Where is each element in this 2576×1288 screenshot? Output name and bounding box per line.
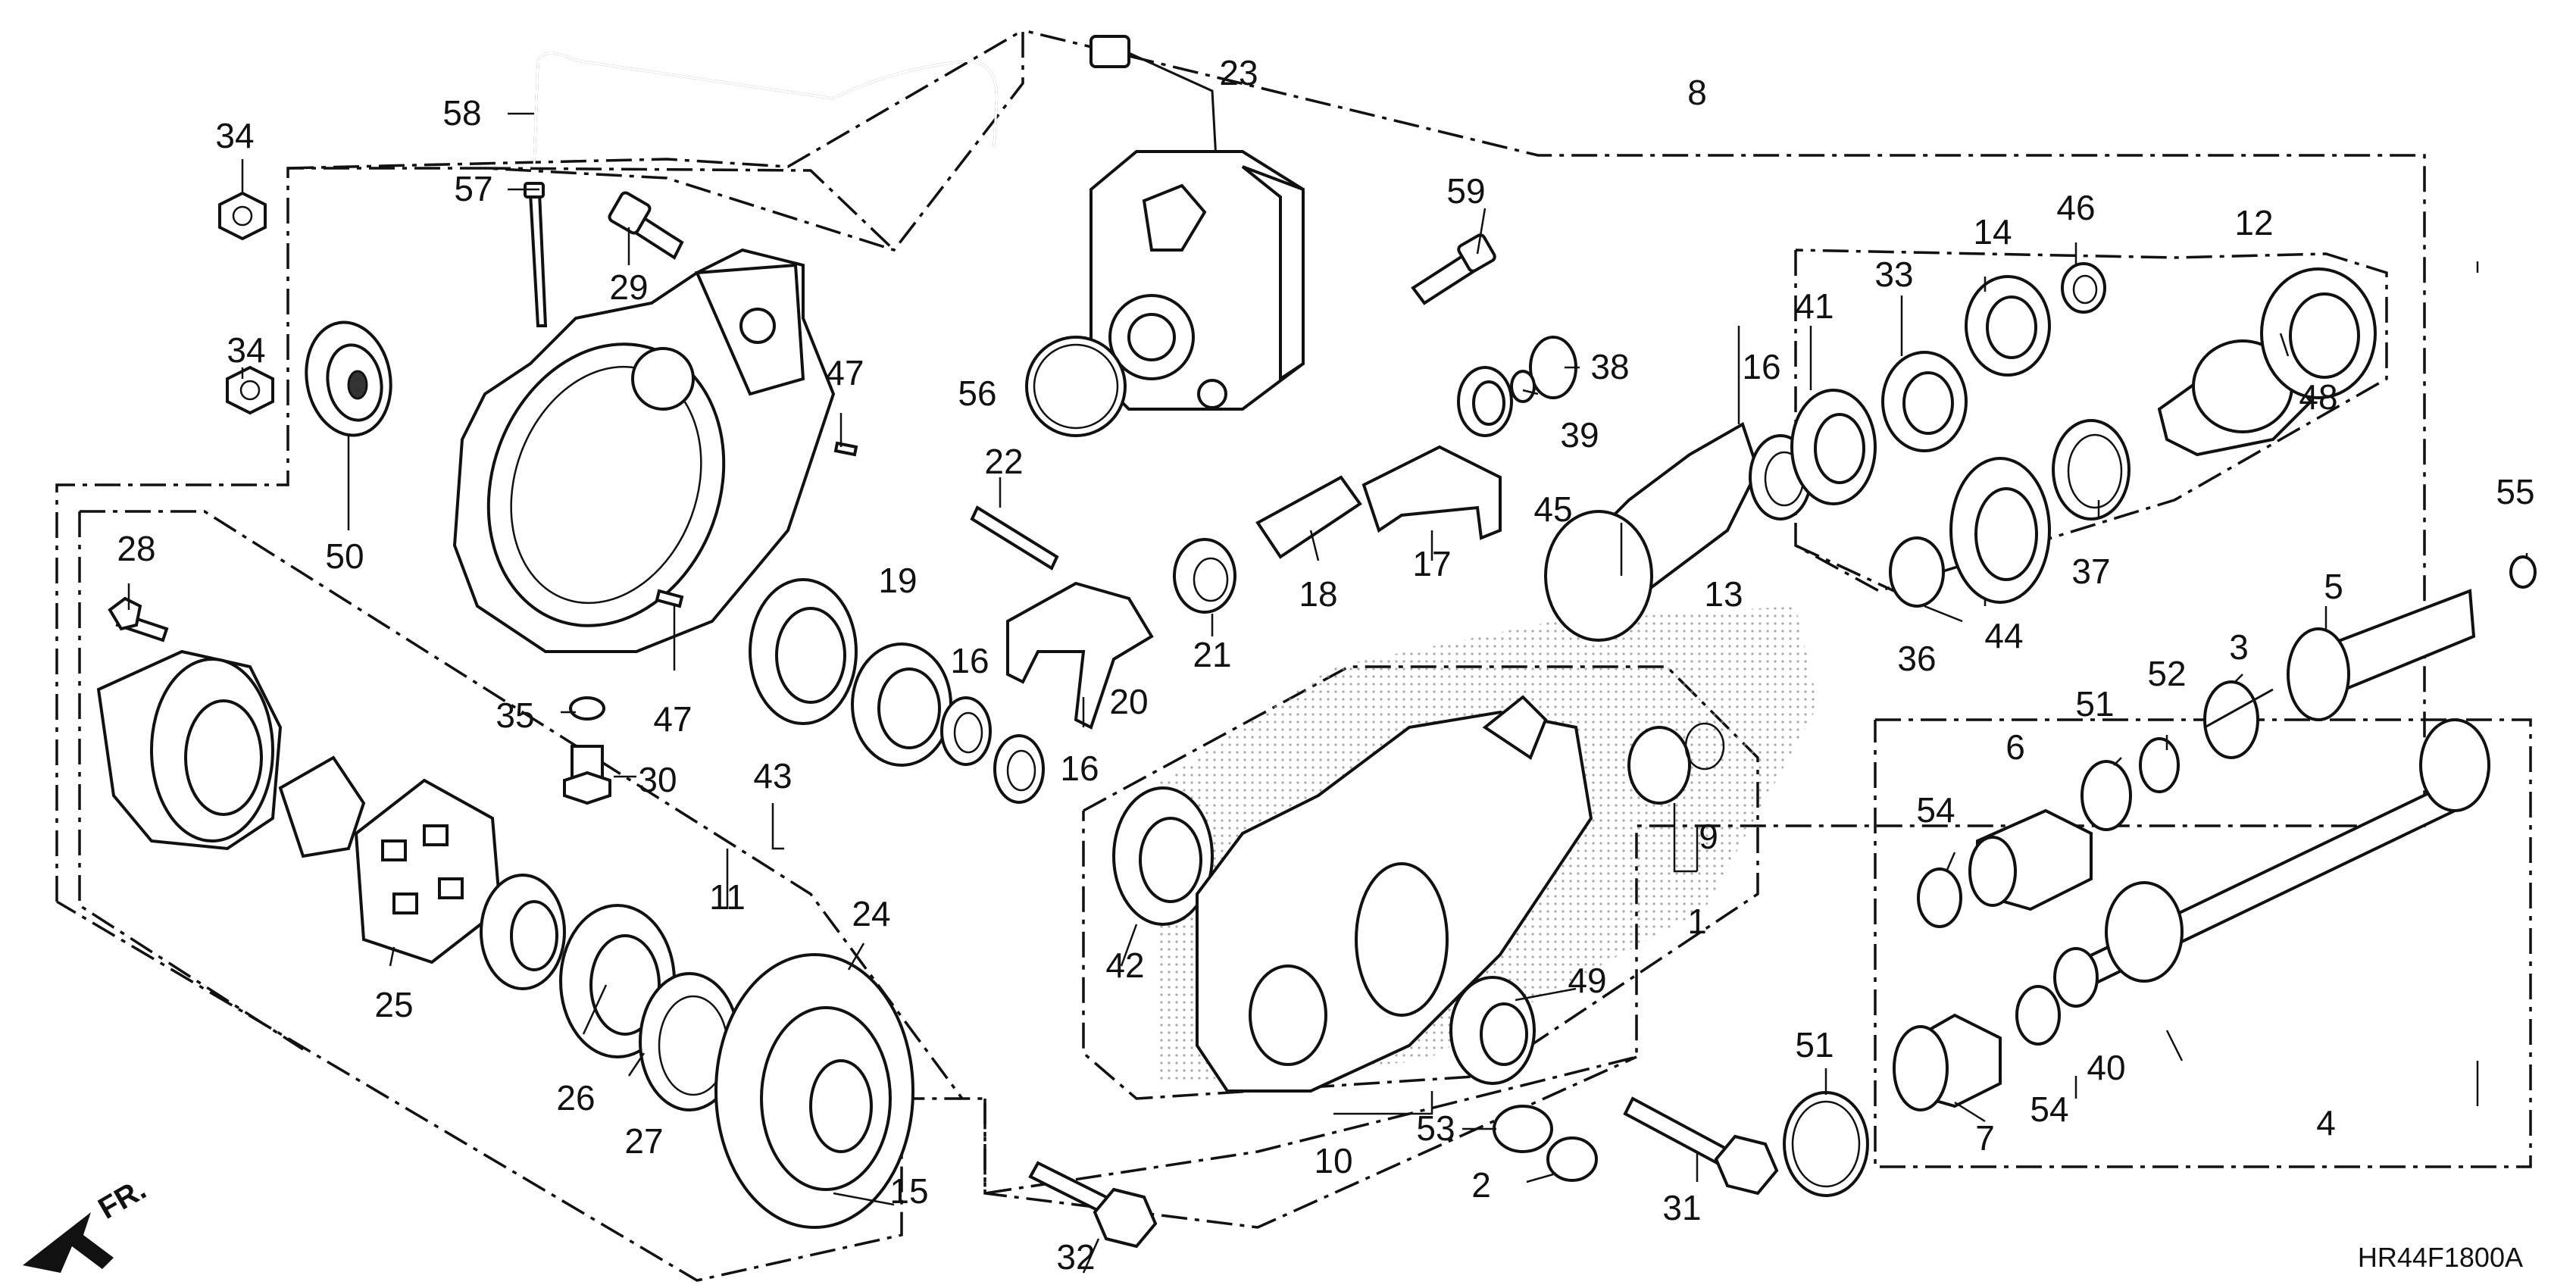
callout-2: 2 <box>1471 1165 1491 1205</box>
callout-19: 19 <box>878 561 917 600</box>
callout-3: 3 <box>2229 627 2249 667</box>
fasteners <box>108 182 858 805</box>
callout-35: 35 <box>496 696 534 735</box>
callout-34b: 34 <box>227 330 265 370</box>
bolt-59 <box>1411 233 1496 305</box>
callout-11: 11 <box>709 877 746 917</box>
differential-group <box>96 649 914 1229</box>
callout-5: 5 <box>2324 567 2343 606</box>
callout-7: 7 <box>1975 1118 1995 1158</box>
shift-parts <box>749 445 1502 804</box>
callout-48: 48 <box>2299 377 2337 417</box>
callout-1: 1 <box>1687 902 1707 941</box>
callout-28: 28 <box>117 529 155 568</box>
callout-34a: 34 <box>215 116 254 155</box>
callout-46: 46 <box>2056 188 2095 227</box>
diagram-code: HR44F1800A <box>2358 1242 2523 1273</box>
callout-8: 8 <box>1687 73 1707 112</box>
hose-58 <box>533 52 999 167</box>
callout-labels: 1 2 3 4 5 6 7 8 9 10 11 12 13 14 15 16 1… <box>117 53 2534 1277</box>
upper-right-group <box>1889 267 2377 608</box>
actuator-23 <box>1089 35 1305 411</box>
callout-44: 44 <box>1984 616 2023 655</box>
callout-54a: 54 <box>1916 790 1955 830</box>
callout-49: 49 <box>1568 961 1606 1000</box>
callout-9: 9 <box>1699 817 1718 856</box>
callout-10: 10 <box>1314 1141 1352 1180</box>
callout-20: 20 <box>1109 682 1148 721</box>
leader-lines <box>127 112 2528 1274</box>
callout-18: 18 <box>1299 574 1337 614</box>
callout-47a: 47 <box>825 353 864 392</box>
callout-23: 23 <box>1219 53 1258 92</box>
callout-16b: 16 <box>950 641 989 680</box>
driveshaft-group <box>1893 555 2537 1111</box>
callout-51a: 51 <box>2075 684 2114 724</box>
callout-36: 36 <box>1897 639 1936 678</box>
callout-38: 38 <box>1590 347 1629 386</box>
callout-53: 53 <box>1416 1108 1455 1148</box>
callout-37: 37 <box>2071 552 2110 591</box>
callout-29: 29 <box>609 267 648 307</box>
callout-13: 13 <box>1704 574 1743 614</box>
callout-12: 12 <box>2234 203 2273 242</box>
callout-4: 4 <box>2316 1103 2336 1143</box>
callout-43: 43 <box>753 756 792 796</box>
callout-58: 58 <box>442 93 481 133</box>
cover-housing <box>452 248 836 653</box>
callout-25: 25 <box>374 985 413 1024</box>
callout-57: 57 <box>454 169 492 208</box>
callout-30: 30 <box>638 760 677 799</box>
bearing-50 <box>305 320 392 437</box>
callout-59: 59 <box>1446 171 1485 211</box>
callout-6: 6 <box>2005 727 2025 767</box>
callout-16c: 16 <box>1060 749 1099 788</box>
callout-31: 31 <box>1662 1188 1701 1227</box>
callout-33: 33 <box>1874 255 1913 294</box>
callout-40: 40 <box>2087 1048 2125 1087</box>
oring-56 <box>1025 336 1127 437</box>
callout-41: 41 <box>1795 286 1834 326</box>
callout-26: 26 <box>556 1078 595 1118</box>
front-direction-arrow: FR. <box>23 1172 152 1273</box>
callout-27: 27 <box>624 1121 663 1161</box>
final-case <box>1112 695 1725 1182</box>
callout-22: 22 <box>984 442 1023 481</box>
callout-16a: 16 <box>1742 347 1780 386</box>
callout-50: 50 <box>325 536 364 576</box>
callout-56: 56 <box>958 374 996 413</box>
callout-42: 42 <box>1105 946 1144 985</box>
callout-55: 55 <box>2496 472 2534 511</box>
bolts-lower <box>1028 1091 1869 1249</box>
callout-47b: 47 <box>653 699 692 739</box>
callout-39: 39 <box>1560 415 1599 455</box>
pinion-group <box>1457 262 2106 642</box>
callout-14: 14 <box>1973 212 2012 252</box>
callout-17: 17 <box>1412 544 1451 583</box>
callout-45: 45 <box>1533 489 1572 529</box>
callout-32: 32 <box>1056 1237 1095 1277</box>
callout-15: 15 <box>889 1171 928 1211</box>
callout-52: 52 <box>2147 654 2186 693</box>
callout-54b: 54 <box>2030 1089 2068 1129</box>
direction-label: FR. <box>93 1172 152 1225</box>
callout-21: 21 <box>1193 635 1231 674</box>
callout-24: 24 <box>852 894 890 933</box>
callout-51b: 51 <box>1795 1025 1834 1064</box>
